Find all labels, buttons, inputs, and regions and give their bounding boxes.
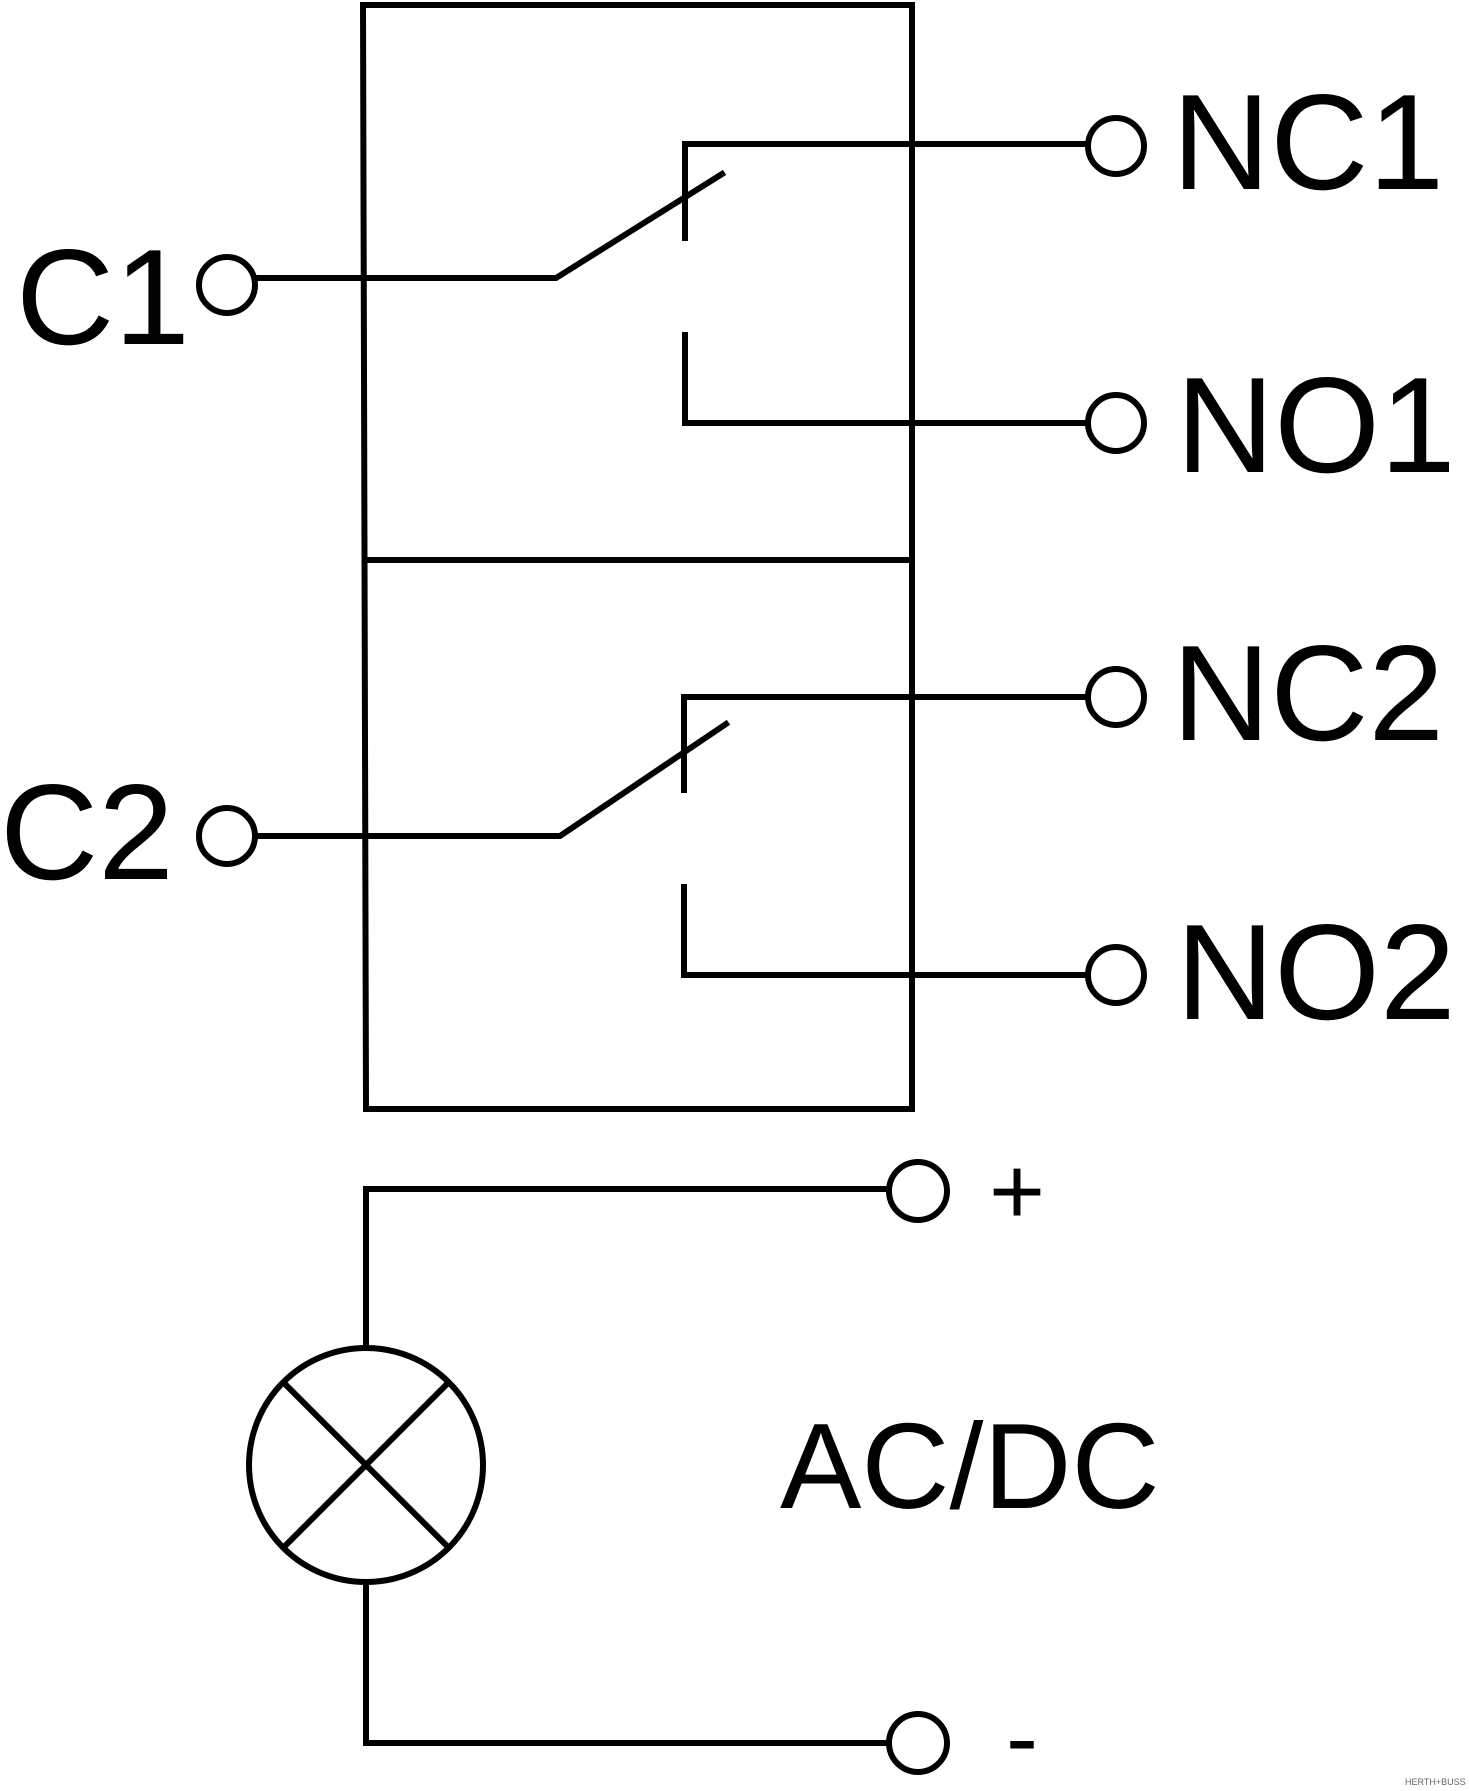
c2-terminal	[196, 805, 258, 867]
terminal-labels: C1 C2 NC1 NO1 NC2 NO2 + - AC/DC HERTH+BU…	[0, 66, 1466, 1791]
lamp-symbol	[246, 1345, 486, 1585]
lamp-cross-b	[280, 1379, 452, 1551]
c2-label: C2	[0, 756, 174, 908]
plus-terminal	[886, 1159, 950, 1223]
no1-wire	[682, 332, 1089, 426]
minus-wire	[363, 1582, 892, 1746]
nc1-wire	[682, 141, 1089, 241]
no2-wire	[681, 884, 1089, 978]
no1-label: NO1	[1176, 349, 1456, 501]
nc2-wire	[681, 694, 1089, 793]
plus-wire	[363, 1186, 892, 1348]
minus-terminal	[886, 1711, 950, 1775]
nc2-label: NC2	[1172, 617, 1444, 769]
c1-terminal	[196, 254, 258, 316]
housing-outline	[359, 1, 915, 1112]
contact-set-1	[196, 115, 1147, 454]
contact-set-2	[196, 666, 1147, 1006]
minus-label: -	[1006, 1684, 1038, 1791]
nc1-label: NC1	[1172, 66, 1444, 218]
c1-wire	[252, 169, 727, 281]
no2-label: NO2	[1176, 896, 1456, 1048]
nc1-terminal	[1085, 115, 1147, 177]
c1-label: C1	[16, 221, 190, 373]
plus-label: +	[989, 1138, 1045, 1245]
no1-terminal	[1085, 392, 1147, 454]
lamp-circuit	[246, 1159, 950, 1775]
no2-terminal	[1085, 944, 1147, 1006]
c2-wire	[252, 719, 731, 839]
watermark: HERTH+BUSS	[1405, 1777, 1466, 1787]
nc2-terminal	[1085, 666, 1147, 728]
relay-housing	[359, 1, 915, 1112]
supply-label: AC/DC	[780, 1398, 1160, 1534]
